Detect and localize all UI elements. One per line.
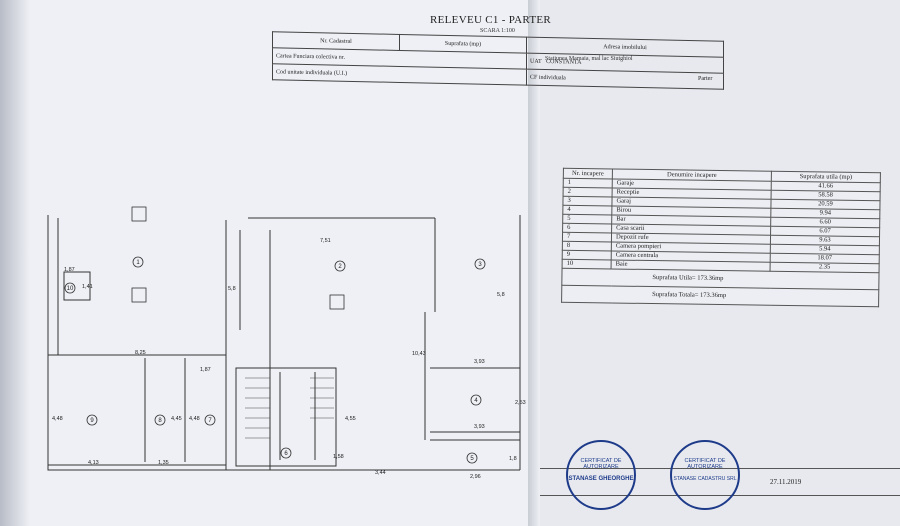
floor-plan: 1 2 3 4 5 6 7 8 9 10 7,51 5,8 5,8 8,25 1… [47, 206, 526, 480]
dim-4-48a: 4,48 [52, 416, 63, 422]
seal-2-company: STANASE CADASTRU SRL [673, 476, 737, 482]
dim-1-87b: 1,87 [200, 367, 211, 373]
certificate-seal-1: CERTIFICAT DE AUTORIZARE STANASE GHEORGH… [566, 440, 636, 510]
dim-3-93b: 3,93 [474, 424, 485, 430]
seal-2-text: CERTIFICAT DE AUTORIZARE [684, 458, 726, 470]
room-nr: 6 [562, 223, 612, 233]
dim-3-93a: 3,93 [474, 359, 485, 365]
seal-1-name: STANASE GHEORGHE [568, 476, 634, 482]
rooms-table: Nr. incapere Denumire incapere Suprafata… [561, 167, 881, 308]
document-scale: SCARA 1:100 [480, 28, 515, 34]
room-number-8: 8 [158, 418, 162, 424]
dim-1-8: 1,8 [509, 456, 517, 462]
cf-individuala-label: CF individuala [526, 69, 724, 90]
room-number-6: 6 [284, 451, 288, 457]
seal-1-text: CERTIFICAT DE AUTORIZARE [580, 458, 622, 470]
dim-1-35: 1,35 [158, 460, 169, 466]
document-title: RELEVEU C1 - PARTER [430, 14, 552, 26]
room-nr: 1 [563, 178, 613, 188]
room-number-10: 10 [67, 286, 74, 292]
room-nr: 9 [562, 250, 612, 260]
document-date: 27.11.2019 [770, 478, 802, 486]
room-number-9: 9 [90, 418, 94, 424]
room-number-7: 7 [208, 418, 212, 424]
room-number-2: 2 [338, 264, 342, 270]
page-fold [528, 0, 540, 526]
dim-4-55: 4,55 [345, 416, 356, 422]
dim-1-87a: 1,87 [64, 267, 75, 273]
certificate-seal-2: CERTIFICAT DE AUTORIZARE STANASE CADASTR… [670, 440, 740, 510]
room-number-3: 3 [478, 262, 482, 268]
room-nr: 5 [562, 214, 612, 224]
room-nr: 10 [562, 259, 612, 269]
dim-5-8a: 5,8 [228, 286, 236, 292]
dim-7-51: 7,51 [320, 238, 331, 244]
dim-3-44: 3,44 [375, 470, 386, 476]
dim-4-13: 4,13 [88, 460, 99, 466]
page-shadow [0, 0, 30, 526]
dim-8-25: 8,25 [135, 350, 146, 356]
dim-2-96: 2,96 [470, 474, 481, 480]
room-nr: 8 [562, 241, 612, 251]
room-number-5: 5 [470, 456, 474, 462]
room-nr: 3 [562, 196, 613, 206]
dim-1-58: 1,58 [333, 454, 344, 460]
dim-4-48b: 4,48 [189, 416, 200, 422]
room-nr: 4 [562, 205, 612, 215]
parter-label: Parter [698, 76, 713, 82]
dim-4-45: 4,45 [171, 416, 182, 422]
col-nr-incapere: Nr. incapere [563, 168, 613, 179]
dim-5-8b: 5,8 [497, 292, 505, 298]
dim-10-43: 10,43 [412, 351, 426, 357]
address-value: Statiunea Mamaia, mal lac Siutghiol [545, 56, 633, 62]
dim-2-53: 2,53 [515, 400, 526, 406]
room-nr: 2 [563, 187, 613, 197]
room-nr: 7 [562, 232, 612, 242]
room-number-4: 4 [474, 398, 478, 404]
dim-1-41: 1,41 [82, 284, 93, 290]
room-number-1: 1 [136, 260, 140, 266]
